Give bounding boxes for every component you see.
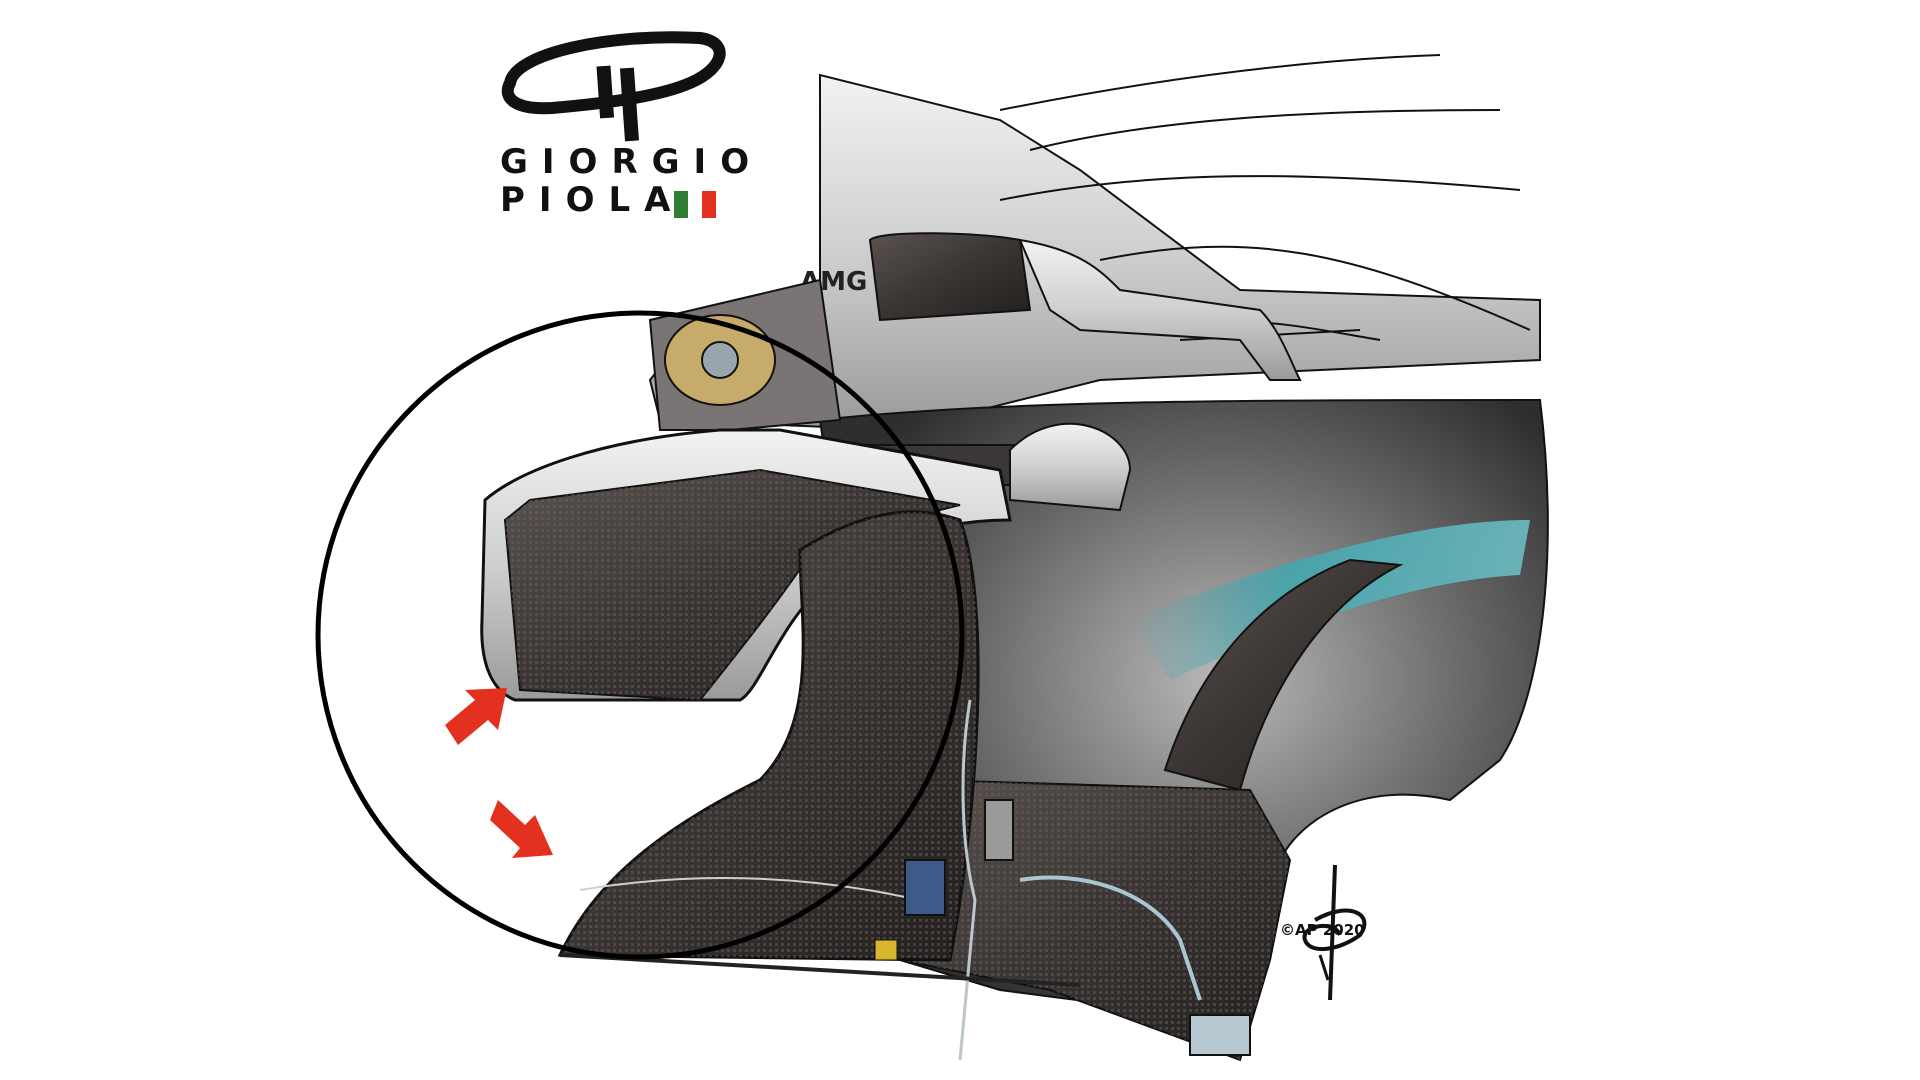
red-arrow-up-right <box>445 688 507 745</box>
engine-cover <box>648 54 1541 432</box>
italian-flag-green <box>674 191 688 218</box>
mirror-housing: AMG <box>800 232 1302 381</box>
artist-signature: ©AP 2020 <box>1280 864 1367 1001</box>
electronics <box>559 699 1081 1061</box>
italian-flag-red <box>702 191 716 218</box>
red-arrow-down-right <box>490 800 553 858</box>
signature-text: ©AP 2020 <box>1280 921 1365 939</box>
bargeboard <box>480 428 1012 962</box>
logo-word-giorgio: GIORGIO <box>500 142 764 182</box>
highlight-circle <box>315 310 965 960</box>
logo-word-piola: PIOLA <box>500 180 685 220</box>
gp-logo-icon <box>501 31 726 142</box>
